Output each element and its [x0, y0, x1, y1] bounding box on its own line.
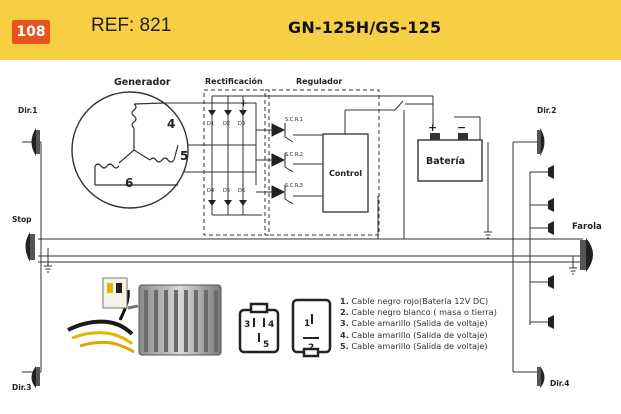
indicator-bulbs: [548, 165, 554, 329]
dir2-lamp-icon: [537, 128, 545, 156]
battery-plus-label: +: [428, 121, 437, 134]
header-bar: [0, 0, 621, 60]
legend-item: 5. Cable amarillo (Salida de voltaje): [340, 340, 488, 351]
scr2-label: S.C.R.2: [285, 152, 303, 158]
battery-terminal-positive: [430, 133, 440, 140]
plus-label: +: [240, 99, 248, 109]
dir1-label: Dir.1: [18, 106, 38, 115]
stop-lamp-icon: [25, 232, 35, 262]
generator-circle: [71, 91, 189, 209]
diode-d5-label: D5: [223, 188, 230, 194]
legend-item: 4. Cable amarillo (Salida de voltaje): [340, 329, 488, 340]
diode-d6-label: D6: [238, 188, 245, 194]
headlight-icon: [580, 238, 593, 272]
switch-symbol: [394, 100, 404, 111]
regulator-photo: [67, 277, 222, 356]
diode-d4-label: D4: [207, 188, 214, 194]
legend-item: 2. Cable negro blanco ( masa o tierra): [340, 307, 497, 318]
coil-6-label: 6: [125, 176, 133, 190]
dir1-lamp-icon: [31, 128, 40, 156]
diode-d2-label: D2: [223, 121, 230, 127]
stop-label: Stop: [12, 215, 32, 224]
page-number-badge: 108: [12, 20, 50, 44]
connector-3-4-5: [238, 302, 280, 354]
scr3-label: S.C.R.3: [285, 183, 303, 189]
scr1-label: S.C.R.1: [285, 117, 303, 123]
control-box: [322, 133, 369, 213]
scr-symbols: [271, 123, 294, 205]
generator-label: Generador: [114, 77, 171, 88]
dir3-label: Dir.3: [12, 383, 32, 392]
conn-pin-5: 5: [263, 340, 269, 350]
legend-item: 3. Cable amarillo (Salida de voltaje): [340, 318, 488, 329]
conn-pin-1: 1: [304, 319, 310, 329]
conn-pin-4: 4: [268, 320, 274, 330]
coil-5-label: 5: [180, 149, 188, 163]
regulator-label: Regulador: [296, 77, 342, 86]
diode-d3-label: D3: [238, 121, 245, 127]
connector-1-2: [291, 298, 332, 358]
rectifier-label: Rectificación: [205, 76, 263, 86]
battery-minus-label: −: [457, 121, 466, 134]
battery-box: [417, 139, 483, 182]
legend-item: 1. Cable negro rojo(Batería 12V DC): [340, 296, 489, 306]
coil-4-label: 4: [167, 117, 175, 131]
control-label: Control: [329, 169, 362, 178]
dir2-label: Dir.2: [537, 106, 557, 115]
battery-label: Batería: [426, 156, 465, 167]
dir4-label: Dir.4: [550, 379, 570, 388]
battery-terminal-negative: [458, 133, 468, 140]
diode-symbols: [208, 110, 247, 206]
reference-code: REF: 821: [91, 15, 172, 36]
conn-pin-3: 3: [244, 320, 250, 330]
regulator-section: [264, 89, 380, 236]
dir4-lamp-icon: [537, 366, 545, 388]
generator-coils: [94, 102, 179, 186]
wire-legend: 1. Cable negro rojo(Batería 12V DC) 2. C…: [340, 296, 497, 352]
diode-d1-label: D1: [207, 121, 214, 127]
farola-label: Farola: [572, 222, 602, 232]
dir3-lamp-icon: [31, 366, 40, 388]
conn-pin-2: 2: [308, 343, 314, 353]
model-name: GN-125H/GS-125: [288, 18, 442, 37]
